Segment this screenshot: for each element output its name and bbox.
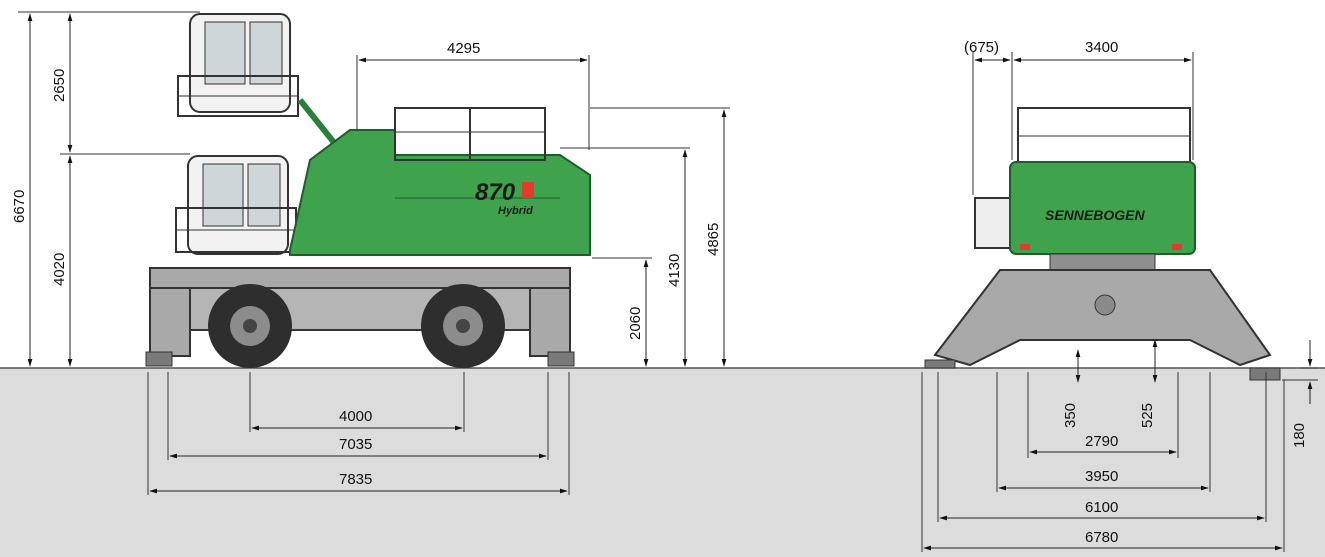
label-outrigger-width: 6100 <box>1085 499 1118 516</box>
label-outrigger-base: 7035 <box>339 436 372 453</box>
brand-logo: SENNEBOGEN <box>1045 207 1145 223</box>
rear-view-machine: SENNEBOGEN <box>924 107 1281 381</box>
ground-area <box>0 368 1325 557</box>
side-view-machine: 870 Hybrid <box>145 13 591 368</box>
raised-cab <box>177 13 343 152</box>
label-cab-height: 4020 <box>51 253 68 286</box>
label-body-height: 4130 <box>666 254 683 287</box>
model-badge <box>522 182 534 198</box>
rear-view-dimensions: (675) 3400 350 525 180 2790 3950 6100 <box>921 39 1318 552</box>
label-outrigger-width-max: 6780 <box>1085 529 1118 546</box>
label-clearance-low: 350 <box>1062 403 1079 428</box>
label-wheelbase: 4000 <box>339 408 372 425</box>
model-suffix: Hybrid <box>498 205 533 217</box>
upper-carriage: 870 Hybrid <box>289 107 591 256</box>
label-offset: (675) <box>964 39 999 56</box>
wheel-rear <box>421 284 505 368</box>
label-overall-height: 6670 <box>11 190 28 223</box>
label-track-1: 2790 <box>1085 433 1118 450</box>
rear-cab-side <box>974 197 1014 249</box>
label-body-width: 3400 <box>1085 39 1118 56</box>
side-view-dimensions: 2650 6670 4020 4295 4865 4130 2060 <box>11 11 730 495</box>
label-cab-raise: 2650 <box>51 69 68 102</box>
model-number: 870 <box>475 179 516 206</box>
wheel-front <box>208 284 292 368</box>
label-pivot-height: 2060 <box>627 307 644 340</box>
label-overall-length: 7835 <box>339 471 372 488</box>
label-clearance-high: 525 <box>1139 403 1156 428</box>
rear-outriggers <box>933 269 1272 367</box>
lower-cab <box>175 155 297 255</box>
label-rail-height: 4865 <box>705 223 722 256</box>
label-track-2: 3950 <box>1085 468 1118 485</box>
label-tail-radius: 4295 <box>447 40 480 57</box>
label-plate-height: 180 <box>1291 423 1308 448</box>
